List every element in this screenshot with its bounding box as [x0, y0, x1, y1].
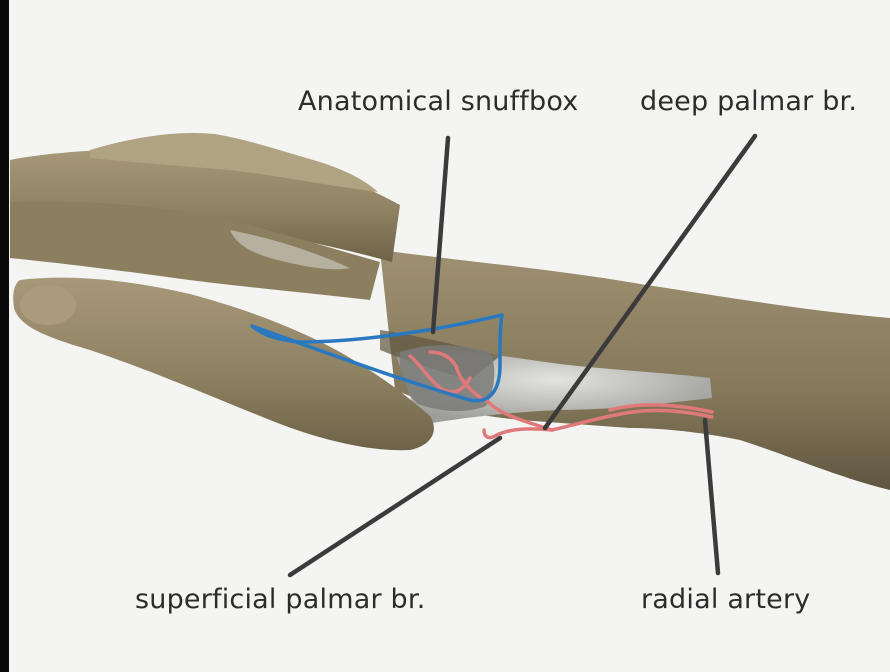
leader-line-superficial-palmar	[290, 438, 500, 575]
label-deep-palmar-branch: deep palmar br.	[640, 86, 857, 117]
thumbnail	[20, 285, 76, 325]
label-anatomical-snuffbox: Anatomical snuffbox	[298, 86, 578, 117]
label-radial-artery: radial artery	[641, 584, 810, 615]
superficial-palmar-branch-vessel	[484, 429, 552, 438]
leader-line-radial-artery	[705, 420, 718, 573]
thumb	[13, 278, 434, 451]
label-superficial-palmar-branch: superficial palmar br.	[135, 584, 425, 615]
